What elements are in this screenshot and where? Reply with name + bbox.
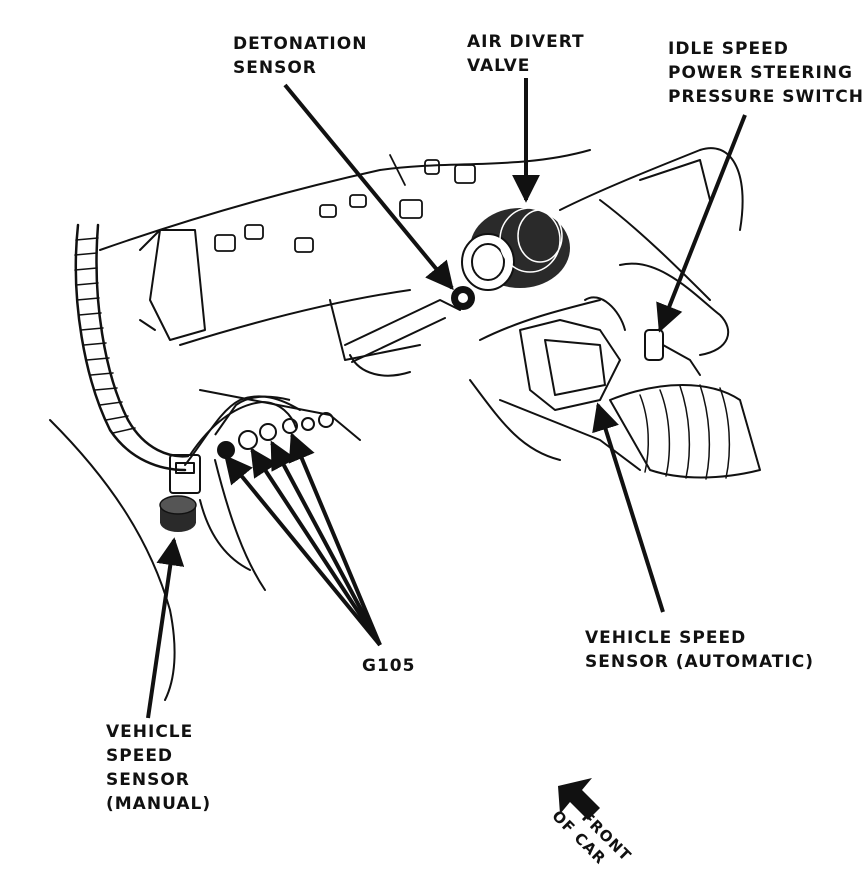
vss-automatic-label-line-2: SENSOR (AUTOMATIC) — [585, 652, 814, 672]
idle-speed-switch-label: IDLE SPEED POWER STEERING PRESSURE SWITC… — [668, 37, 864, 109]
vss-manual-label-line-3: SENSOR — [106, 770, 190, 790]
g105-arrow-3 — [270, 440, 382, 646]
detonation-sensor-label-line-2: SENSOR — [233, 58, 317, 78]
g105-arrow-2 — [250, 447, 382, 647]
engine-illustration — [49, 147, 761, 701]
leader-lines — [146, 78, 747, 719]
idle-speed-switch-label-line-1: IDLE SPEED — [668, 39, 789, 59]
detonation-sensor-label: DETONATION SENSOR — [233, 32, 367, 80]
idle-speed-switch-label-line-2: POWER STEERING — [668, 63, 853, 83]
air-divert-valve-graphic — [461, 207, 570, 291]
g105-arrow-1 — [224, 454, 382, 647]
air-divert-valve-label-line-1: AIR DIVERT — [467, 32, 585, 52]
vss-manual-label: VEHICLE SPEED SENSOR (MANUAL) — [106, 720, 211, 816]
vss-automatic-arrow — [592, 402, 665, 613]
vss-automatic-label-line-1: VEHICLE SPEED — [585, 628, 747, 648]
air-divert-valve-label: AIR DIVERT VALVE — [467, 30, 585, 78]
vss-manual-label-line-4: (MANUAL) — [106, 794, 212, 814]
vss-manual-label-line-1: VEHICLE — [106, 722, 194, 742]
idle-speed-switch-label-line-3: PRESSURE SWITCH — [668, 87, 864, 107]
vss-manual-label-line-2: SPEED — [106, 746, 174, 766]
idle-speed-switch-arrow — [656, 114, 747, 333]
detonation-sensor-label-line-1: DETONATION — [233, 34, 368, 54]
vss-manual-graphic — [159, 495, 197, 532]
front-of-car-arrow — [558, 778, 600, 820]
vss-automatic-label: VEHICLE SPEED SENSOR (AUTOMATIC) — [585, 626, 814, 674]
vss-manual-arrow — [146, 537, 185, 719]
g105-label-line-1: G105 — [362, 656, 416, 676]
g105-label: G105 — [362, 654, 415, 678]
detonation-sensor-graphic — [451, 286, 475, 310]
g105-arrow-4 — [288, 432, 382, 646]
air-divert-valve-label-line-2: VALVE — [467, 56, 531, 76]
detonation-sensor-arrow — [283, 83, 454, 291]
g105-ground-studs — [214, 395, 334, 459]
